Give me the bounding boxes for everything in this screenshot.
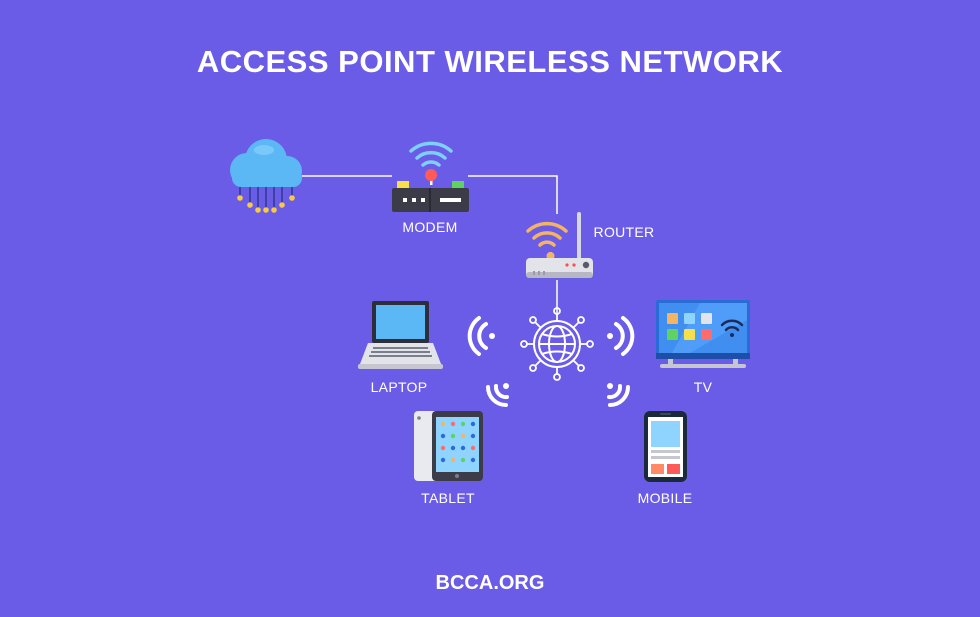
modem-router-line [468, 175, 558, 214]
mobile-label: MOBILE [637, 490, 693, 506]
page-title: ACCESS POINT WIRELESS NETWORK [196, 44, 784, 79]
tv-label: TV [693, 379, 713, 395]
modem-icon [392, 141, 469, 212]
laptop-icon [358, 301, 443, 369]
tablet-label: TABLET [421, 490, 475, 506]
wifi-signal-icon [409, 141, 453, 167]
router-label: ROUTER [593, 224, 655, 240]
site-footer: BCCA.ORG [435, 572, 545, 594]
router-icon [526, 212, 593, 278]
laptop-label: LAPTOP [370, 379, 428, 395]
tv-icon [656, 300, 750, 368]
tablet-icon [414, 411, 483, 481]
cloud-icon [230, 139, 302, 213]
mobile-icon [644, 411, 687, 482]
globe-icon [520, 307, 594, 381]
modem-label: MODEM [402, 219, 458, 235]
wifi-signal-icon [467, 316, 635, 407]
